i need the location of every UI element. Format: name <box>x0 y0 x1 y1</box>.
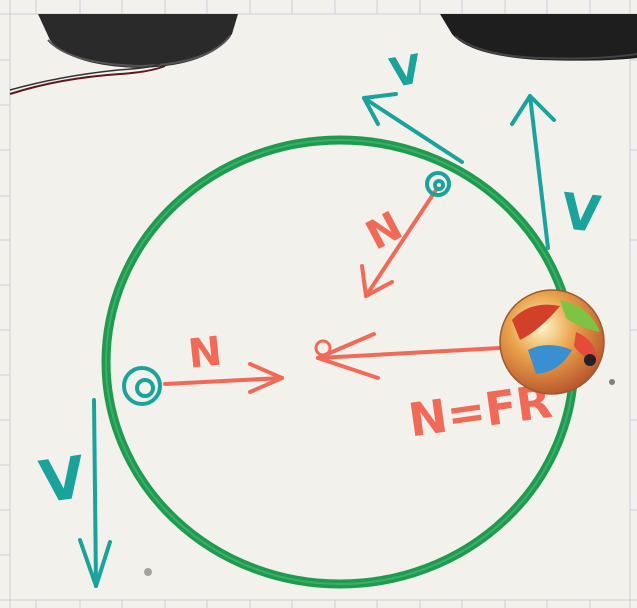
arrow-ball-to-center <box>316 346 502 360</box>
teal-arrows <box>78 92 556 588</box>
dark-object-left <box>38 14 238 68</box>
v-arrow-right <box>528 94 550 250</box>
center-dot <box>314 339 332 357</box>
arrow-top-to-center <box>364 188 438 298</box>
dark-object-right <box>440 14 637 61</box>
v-arrow-top <box>362 96 464 164</box>
marker-left <box>122 366 162 406</box>
arrow-top-head <box>360 264 394 298</box>
ball <box>499 289 605 395</box>
label-v-left: V <box>35 443 89 517</box>
v-arrow-left <box>92 398 98 588</box>
v-arrow-top-head <box>362 92 398 126</box>
scuff-2 <box>609 379 615 385</box>
teal-markers <box>122 171 451 406</box>
v-arrow-right-head <box>510 94 556 126</box>
arrow-left-head <box>248 362 284 394</box>
marker-top <box>425 171 451 197</box>
scuff-1 <box>144 568 152 576</box>
cable-2 <box>9 63 161 91</box>
cable <box>9 65 166 95</box>
red-arrows <box>163 188 502 394</box>
arrow-ball-head <box>316 332 380 380</box>
v-arrow-left-head <box>78 538 112 588</box>
label-v-topright: V <box>559 182 604 244</box>
label-n-left: N <box>186 328 224 377</box>
arrow-left-to-center <box>163 376 284 386</box>
